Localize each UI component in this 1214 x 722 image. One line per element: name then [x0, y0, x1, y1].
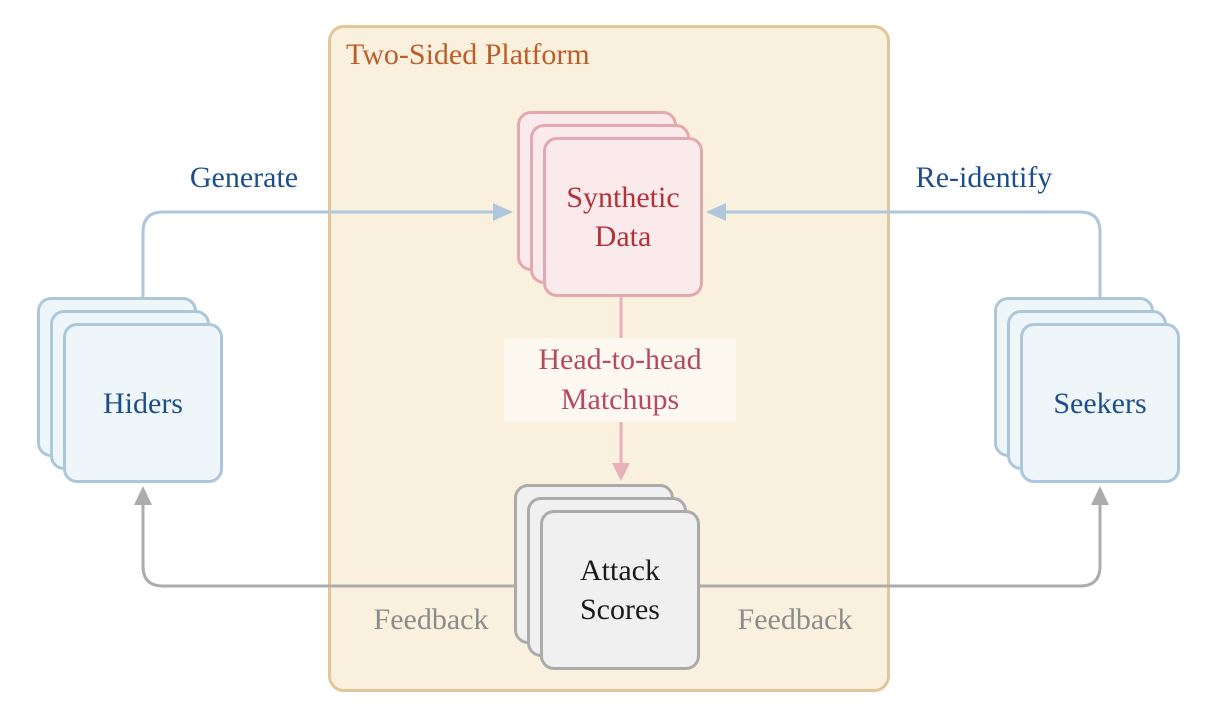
generate-label: Generate: [189, 161, 299, 194]
matchups-label: Head-to-head Matchups: [504, 338, 736, 422]
hiders-label: Hiders: [103, 386, 183, 420]
seekers-label: Seekers: [1053, 386, 1147, 420]
attack-card-front: Attack Scores: [540, 510, 700, 670]
synthetic-data-label: Synthetic Data: [566, 181, 680, 253]
hiders-node: Hiders: [37, 297, 223, 483]
generate-arrowhead-icon: [493, 203, 513, 221]
reidentify-arrow-line: [725, 210, 1102, 312]
synthetic-card-front: Synthetic Data: [543, 137, 703, 297]
attack-scores-node: Attack Scores: [514, 484, 700, 670]
generate-arrow-line: [141, 210, 494, 312]
seekers-node: Seekers: [994, 297, 1180, 483]
feedback-right-label: Feedback: [737, 603, 853, 636]
reidentify-label: Re-identify: [915, 161, 1053, 194]
platform-title: Two-Sided Platform: [346, 38, 590, 71]
hiders-card-front: Hiders: [63, 323, 223, 483]
seekers-card-front: Seekers: [1020, 323, 1180, 483]
reidentify-arrowhead-icon: [706, 203, 726, 221]
feedback-left-arrow-line: [141, 505, 621, 588]
feedback-left-arrowhead-icon: [134, 486, 152, 505]
synthetic-data-node: Synthetic Data: [517, 111, 703, 297]
feedback-right-arrowhead-icon: [1091, 486, 1109, 505]
matchups-arrowhead-icon: [612, 463, 630, 481]
attack-scores-label: Attack Scores: [580, 554, 660, 626]
feedback-right-arrow-line: [621, 505, 1102, 588]
feedback-left-label: Feedback: [373, 603, 489, 636]
